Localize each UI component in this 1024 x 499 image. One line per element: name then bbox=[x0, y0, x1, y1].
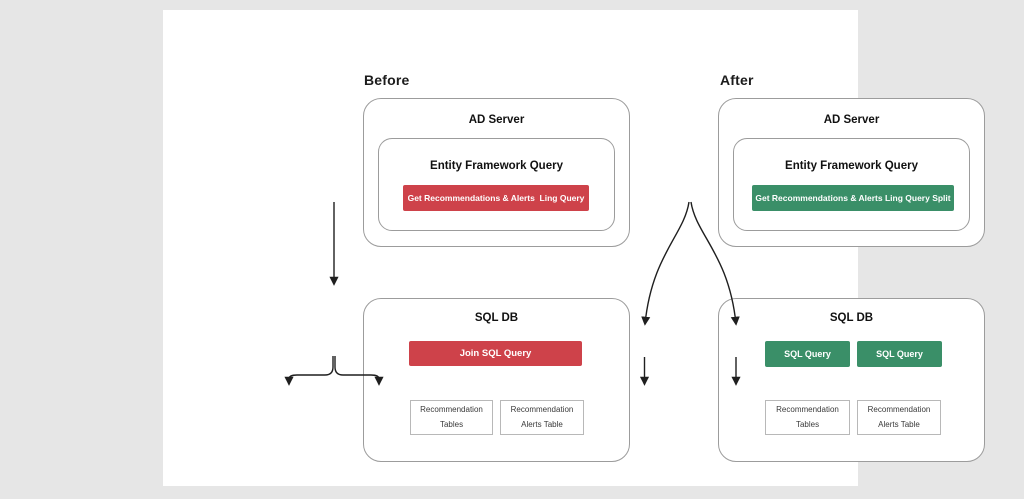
before-entity-framework-box: Entity Framework Query bbox=[378, 138, 615, 231]
after-recommendation-tables-box: Recommendation Tables bbox=[765, 400, 850, 435]
before-linq-query-chip: Get Recommendations & Alerts Ling Query bbox=[403, 185, 589, 211]
table-label-line: Recommendation bbox=[776, 405, 839, 415]
before-section-label: Before bbox=[364, 72, 410, 88]
table-label-line: Recommendation bbox=[510, 405, 574, 415]
before-sql-db-box: SQL DB bbox=[363, 298, 630, 462]
before-recommendation-alerts-table-box: Recommendation Alerts Table bbox=[500, 400, 584, 435]
after-sql-db-title: SQL DB bbox=[829, 312, 874, 324]
after-linq-query-split-chip: Get Recommendations & Alerts Ling Query … bbox=[752, 185, 954, 211]
before-recommendation-tables-box: Recommendation Tables bbox=[410, 400, 493, 435]
after-recommendation-alerts-table-box: Recommendation Alerts Table bbox=[857, 400, 941, 435]
before-entity-framework-title: Entity Framework Query bbox=[430, 160, 563, 172]
after-sql-query-chip-right: SQL Query bbox=[857, 341, 942, 367]
after-sql-db-box: SQL DB bbox=[718, 298, 985, 462]
table-label-line: Alerts Table bbox=[878, 419, 920, 429]
table-label-line: Tables bbox=[795, 419, 820, 429]
after-ad-server-title: AD Server bbox=[823, 114, 880, 126]
after-entity-framework-box: Entity Framework Query bbox=[733, 138, 970, 231]
before-ad-server-title: AD Server bbox=[468, 114, 525, 126]
table-label-line: Recommendation bbox=[420, 405, 483, 415]
after-sql-query-chip-left: SQL Query bbox=[765, 341, 850, 367]
after-entity-framework-title: Entity Framework Query bbox=[785, 160, 918, 172]
diagram-canvas: Before After AD Server Entity Framework … bbox=[163, 10, 985, 486]
before-sql-db-title: SQL DB bbox=[474, 312, 519, 324]
before-join-sql-query-chip: Join SQL Query bbox=[409, 341, 582, 366]
table-label-line: Recommendation bbox=[867, 405, 931, 415]
table-label-line: Tables bbox=[439, 419, 464, 429]
table-label-line: Alerts Table bbox=[521, 419, 563, 429]
after-section-label: After bbox=[720, 72, 754, 88]
